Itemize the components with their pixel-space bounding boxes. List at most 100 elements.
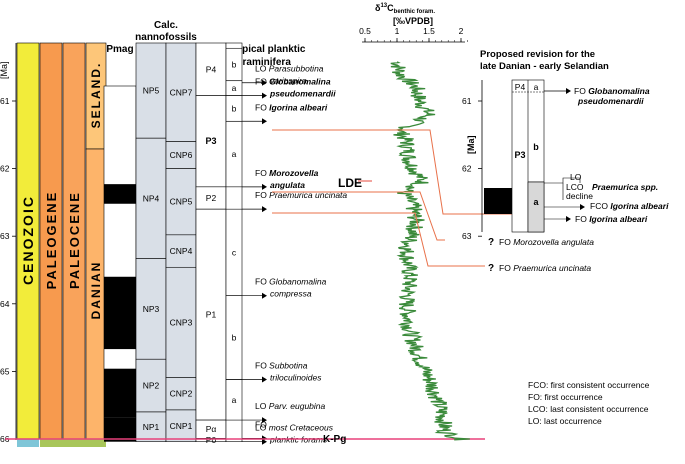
bioevent-arrow: [262, 417, 267, 424]
revision-chron-label: C27n: [486, 197, 509, 208]
np-zone: [135, 411, 167, 443]
rev-event-lo: LO: [570, 172, 582, 182]
legend-fo: FO: first occurrence: [528, 392, 603, 402]
svg-text:?: ?: [488, 237, 494, 248]
bioevent-label: FO Igorina albeari: [255, 102, 328, 112]
foram-subzone-label: c: [232, 247, 237, 257]
bioevent-arrow: [262, 183, 267, 190]
revision-panel: Proposed revision for the late Danian - …: [462, 49, 669, 274]
lde-label: LDE: [338, 176, 362, 190]
np-zone-label: NP1: [143, 422, 160, 432]
foram-subzone-label: a: [232, 83, 237, 93]
foram-zone-label: P3: [205, 136, 216, 146]
np-zone-label: NP4: [143, 193, 160, 203]
age-tick-label: 66: [0, 434, 10, 444]
bioevent-arrow: [262, 79, 267, 86]
revision-zone-a: a: [533, 197, 539, 207]
foram-subzone-column: [225, 42, 243, 443]
isotope-tick-label: 1.5: [423, 26, 435, 36]
age-tick-label: 64: [0, 299, 10, 309]
bioevent-label: LO most Cretaceous: [255, 423, 334, 433]
cnp-zone-label: CNP7: [170, 87, 193, 97]
np-zone: [135, 258, 167, 360]
age-tick-label: 61: [0, 96, 10, 106]
cnp-zone-label: CNP2: [170, 389, 193, 399]
cnp-zone: [165, 377, 197, 411]
bioevent-label-line2: variospira: [270, 76, 307, 86]
rev-event-fo-albeari: FO Igorina albeari: [575, 214, 648, 224]
foram-subzone-label: b: [232, 59, 237, 69]
foram-subzone-label: a: [232, 395, 237, 405]
foram-subzone-label: b: [232, 103, 237, 113]
chron-label: C28n: [115, 300, 127, 326]
age-axis-unit: [Ma]: [0, 61, 9, 79]
foram-zone-label: P1: [206, 310, 217, 320]
bioevent-label-line2: pseudomenardii: [269, 89, 336, 99]
revision-chron-c27n: [484, 188, 512, 214]
isotope-title: δ13Cbenthic foram.: [375, 3, 435, 15]
isotope-tick-label: 2: [459, 26, 464, 36]
chron-c28n: [104, 276, 136, 350]
cnp-zone-label: CNP5: [170, 197, 193, 207]
isotope-curve: [390, 61, 470, 441]
revision-zone-p3: P3: [514, 150, 525, 160]
bioevent-arrow: [262, 438, 267, 445]
bioevent-label-line2: angulata: [270, 180, 305, 190]
isotope-tick-label: 0.5: [359, 26, 371, 36]
cnp-zone-label: CNP6: [170, 150, 193, 160]
bioevent-label-line2: triloculinoides: [270, 373, 322, 383]
foram-zone-label: P4: [206, 64, 217, 74]
foram-zone-label: P2: [206, 193, 217, 203]
rev-question-morozovella: FO Morozovella angulata: [499, 237, 594, 247]
nanno-header: Calc.nannofossils: [135, 20, 197, 43]
foram-zone-label: Pα: [206, 424, 217, 434]
rev-event-decline: decline: [566, 191, 593, 201]
revision-zone-p4: P4: [515, 82, 526, 92]
np-zone-label: NP5: [143, 86, 160, 96]
cnp-zone-label: CNP3: [170, 317, 193, 327]
foram-subzone-label: a: [232, 149, 237, 159]
bioevent-arrow: [262, 292, 267, 299]
isotope-unit: [‰VPDB]: [393, 16, 433, 26]
bioevent-label: LO Parv. eugubina: [255, 401, 326, 411]
legend-lo: LO: last occurrence: [528, 416, 602, 426]
revision-tick-label: 61: [462, 96, 472, 106]
age-tick-label: 63: [0, 231, 10, 241]
chron-c29n: [104, 368, 136, 418]
revision-tick-label: 63: [462, 231, 472, 241]
epoch-label: PALEOCENE: [67, 191, 82, 289]
rev-event-fo-pseudomenardii: FO Globanomalina: [574, 86, 650, 96]
bioevent-arrow: [262, 376, 267, 383]
bioevent-label: FO: [255, 419, 267, 429]
revision-unit: [Ma]: [466, 136, 476, 155]
chron-label: C27n: [108, 190, 132, 201]
foram-zone: [195, 42, 227, 96]
np-zone-label: NP3: [143, 304, 160, 314]
np-zone-label: NP2: [143, 381, 160, 391]
cnp-zone: [165, 141, 197, 169]
cnp-zone-label: CNP4: [170, 246, 193, 256]
age-tick-label: 65: [0, 366, 10, 376]
isotope-tick-label: 1: [395, 26, 400, 36]
period-label: PALEOGENE: [44, 191, 59, 290]
rev-event-praemurica: Praemurica spp.: [592, 182, 658, 192]
abbreviation-legend: FCO: first consistent occurrence FO: fir…: [528, 380, 650, 426]
bioevent-label-line2: planktic forams: [269, 435, 328, 445]
chron-c27n: [104, 184, 136, 204]
rev-event-lco: LCO: [566, 182, 584, 192]
rev-event-fco: FCO Igorina albeari: [590, 201, 669, 211]
chron-label: C29n: [115, 380, 127, 406]
pmag-header: Pmag: [106, 44, 133, 55]
bioevent-label-line2: compressa: [270, 289, 312, 299]
np-zone: [135, 137, 167, 259]
svg-text:?: ?: [488, 263, 494, 274]
revision-zone-a-top: a: [534, 82, 539, 92]
cnp-zone-label: CNP1: [170, 421, 193, 431]
legend-lco: LCO: last consistent occurrence: [528, 404, 649, 414]
